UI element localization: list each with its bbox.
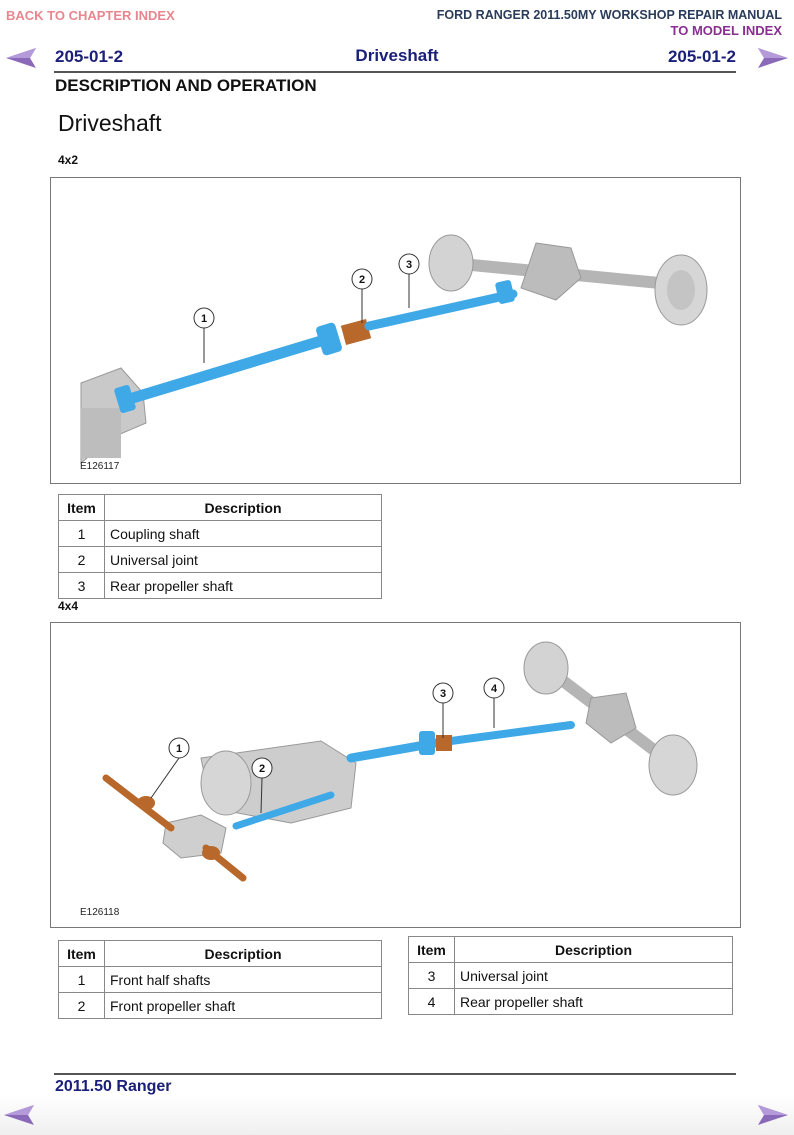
page-number-right: 205-01-2 — [667, 47, 736, 66]
items-table-4x2: Item Description 1 Coupling shaft 2 Univ… — [58, 494, 382, 599]
next-page-arrow-icon[interactable] — [756, 47, 790, 69]
svg-text:2: 2 — [259, 763, 265, 775]
universal-joint-icon — [436, 735, 452, 751]
figure-id: E126118 — [80, 907, 120, 918]
previous-page-arrow-icon[interactable] — [4, 47, 38, 69]
item-number: 3 — [408, 962, 455, 989]
callout-1: 1 — [168, 737, 190, 759]
svg-text:1: 1 — [176, 743, 182, 755]
item-number: 1 — [58, 520, 105, 547]
manual-title: FORD RANGER 2011.50MY WORKSHOP REPAIR MA… — [436, 8, 782, 22]
front-propeller-shaft-icon — [232, 791, 335, 830]
item-description: Universal joint — [454, 962, 733, 989]
front-half-shafts-icon — [102, 774, 247, 882]
item-number: 4 — [408, 988, 455, 1015]
svg-text:3: 3 — [406, 259, 412, 271]
back-to-chapter-index-link[interactable]: BACK TO CHAPTER INDEX — [6, 8, 175, 23]
column-header-item: Item — [58, 940, 105, 967]
rear-axle-icon — [523, 641, 698, 796]
table-header-row: Item Description — [58, 494, 382, 521]
table-header-row: Item Description — [408, 936, 733, 963]
callout-2: 2 — [251, 757, 273, 779]
transmission-icon — [80, 367, 147, 465]
coupling-shaft-icon — [114, 322, 342, 414]
previous-page-arrow-icon[interactable] — [2, 1104, 36, 1126]
page-number-left: 205-01-2 — [55, 47, 124, 66]
to-model-index-link[interactable]: TO MODEL INDEX — [670, 23, 782, 38]
items-table-4x4-rear: Item Description 3 Universal joint 4 Rea… — [408, 936, 733, 1015]
item-number: 2 — [58, 546, 105, 573]
svg-text:1: 1 — [201, 313, 207, 325]
table-row: 1 Coupling shaft — [58, 520, 382, 547]
column-header-description: Description — [454, 936, 733, 963]
item-description: Coupling shaft — [104, 520, 382, 547]
figure-4x2-driveshaft: 1 2 3 E126117 — [50, 177, 741, 484]
subsection-title: DESCRIPTION AND OPERATION — [55, 76, 317, 95]
section-title: Driveshaft — [355, 46, 439, 65]
footer-divider — [54, 1073, 736, 1075]
item-description: Rear propeller shaft — [104, 572, 382, 599]
column-header-description: Description — [104, 940, 382, 967]
item-description: Universal joint — [104, 546, 382, 573]
item-number: 3 — [58, 572, 105, 599]
footer-background — [0, 1095, 794, 1135]
svg-text:4: 4 — [491, 683, 498, 695]
rear-axle-icon — [428, 234, 708, 326]
rear-propeller-shaft-icon — [346, 721, 575, 763]
footer-title: 2011.50 Ranger — [55, 1078, 172, 1095]
table-row: 2 Universal joint — [58, 546, 382, 573]
figure-4x4-driveshaft: 1 2 3 4 E126118 — [50, 622, 741, 928]
next-page-arrow-icon[interactable] — [756, 1104, 790, 1126]
callout-3: 3 — [432, 682, 454, 704]
callout-1: 1 — [193, 307, 215, 329]
universal-joint-icon — [340, 318, 372, 346]
item-description: Front propeller shaft — [104, 992, 382, 1019]
svg-text:2: 2 — [359, 274, 365, 286]
item-description: Rear propeller shaft — [454, 988, 733, 1015]
item-number: 1 — [58, 966, 105, 993]
figure-label-4x2: 4x2 — [58, 153, 79, 167]
item-description: Front half shafts — [104, 966, 382, 993]
table-row: 2 Front propeller shaft — [58, 992, 382, 1019]
page-heading: Driveshaft — [58, 110, 162, 136]
items-table-4x4-front: Item Description 1 Front half shafts 2 F… — [58, 940, 382, 1019]
column-header-item: Item — [408, 936, 455, 963]
table-row: 4 Rear propeller shaft — [408, 988, 733, 1015]
table-row: 3 Universal joint — [408, 962, 733, 989]
figure-label-4x4: 4x4 — [58, 599, 79, 613]
driveshaft-4x4-illustration: 1 2 3 4 — [102, 641, 698, 882]
item-number: 2 — [58, 992, 105, 1019]
svg-text:3: 3 — [440, 688, 446, 700]
column-header-item: Item — [58, 494, 105, 521]
table-header-row: Item Description — [58, 940, 382, 967]
table-row: 1 Front half shafts — [58, 966, 382, 993]
callout-2: 2 — [351, 268, 373, 290]
column-header-description: Description — [104, 494, 382, 521]
callout-3: 3 — [398, 253, 420, 275]
table-row: 3 Rear propeller shaft — [58, 572, 382, 599]
rear-propeller-shaft-icon — [364, 280, 518, 331]
driveshaft-4x2-illustration: 1 2 3 — [80, 234, 708, 465]
figure-id: E126117 — [80, 461, 120, 472]
header-divider — [54, 71, 736, 73]
callout-4: 4 — [483, 677, 505, 699]
